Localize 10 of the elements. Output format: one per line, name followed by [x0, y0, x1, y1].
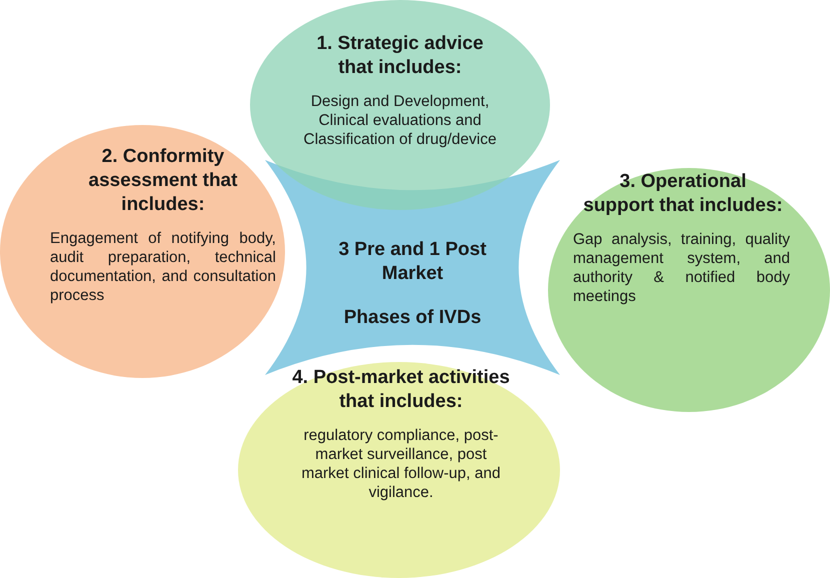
node-heading: 4. Post-market activities that includes: — [291, 366, 511, 414]
node-description: regulatory compliance, post-market surveillance, post market clinical follow-up, and vigilance. — [300, 426, 502, 502]
node-heading: 3 Pre and 1 Post Market — [338, 238, 488, 286]
node-heading: 3. Operational support that includes: — [583, 170, 783, 218]
node-heading: Phases of IVDs — [342, 306, 482, 330]
node-heading: 2. Conformity assessment that includes: — [88, 145, 238, 217]
node-heading: 1. Strategic advice that includes: — [316, 32, 484, 80]
node-description: Gap analysis, training, quality management system, and authority & notified body meetings — [573, 230, 790, 306]
node-description: Engagement of notifying body, audit preparation, technical documentation, and consultation process — [50, 229, 276, 305]
node-description: Design and Development, Clinical evaluations and Classification of drug/device — [302, 92, 498, 149]
